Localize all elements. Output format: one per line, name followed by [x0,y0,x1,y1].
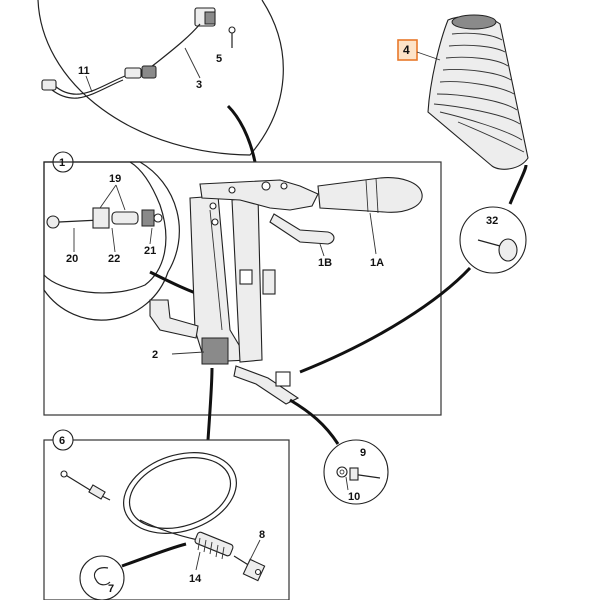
label-4: 4 [403,43,410,57]
label-19: 19 [109,173,121,185]
label-14: 14 [189,573,202,585]
bolt-detail-9-10: 9 10 [323,439,389,505]
nut-21 [141,209,163,227]
label-10: 10 [348,491,360,503]
label-7: 7 [108,583,114,595]
wire-connector-block [194,7,216,27]
panel-number-1: 1 [59,157,65,169]
panel-number-6: 6 [59,435,65,447]
wire-plug [124,65,157,79]
callout-box-4: 4 [397,39,441,61]
screw-detail-32: 32 [459,206,527,274]
threaded-sleeve [194,531,234,560]
label-1B: 1B [318,257,332,269]
clip-connector [121,542,187,568]
label-22: 22 [108,253,120,265]
clip-detail-7: 7 [79,555,125,600]
lever-assembly: 1A 1B 2 [149,177,423,405]
label-9: 9 [360,447,366,459]
boot-connector [508,164,528,205]
label-21: 21 [144,245,156,257]
label-11: 11 [78,65,90,77]
panel-6-connector [206,367,214,441]
handle-1A [317,177,423,214]
wire-end-plug [41,79,57,91]
label-1A: 1A [370,257,384,269]
control-cable-14: 8 14 [60,452,266,585]
label-32: 32 [486,215,498,227]
detail-connector-top [226,104,257,163]
bolt-9-connector [289,398,340,445]
label-5: 5 [216,53,222,65]
label-3: 3 [196,79,202,91]
wiring-detail: 11 3 5 [37,0,284,156]
label-8: 8 [259,529,265,541]
label-2: 2 [152,349,158,361]
bolt-detail-inset: 19 20 22 21 [43,161,180,321]
bracket-22 [92,207,139,229]
trigger-1B [269,213,335,245]
screw-32-connector [299,266,472,374]
rubber-boot-4 [427,14,529,170]
label-20: 20 [66,253,78,265]
screw-5 [228,26,236,48]
